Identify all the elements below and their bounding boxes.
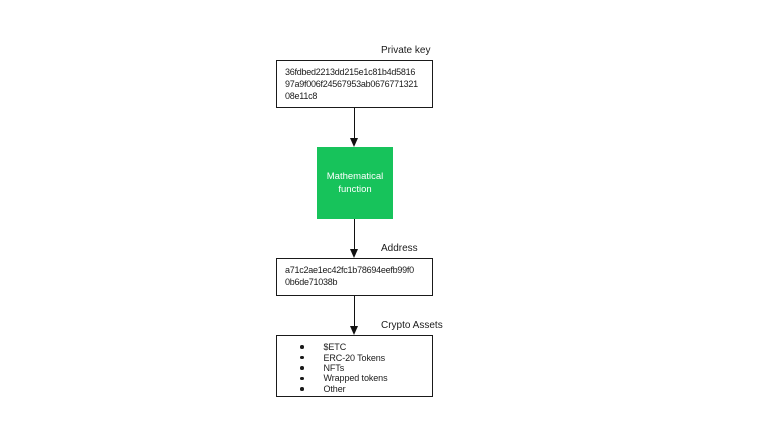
asset-label: Wrapped tokens [323,373,388,384]
bullet-icon [300,355,304,360]
mathematical-function-box: Mathematical function [317,147,393,219]
asset-list-item: ERC-20 Tokens [277,352,432,363]
bullet-icon [300,376,304,381]
address-value-line: a71c2ae1ec42fc1b78694eefb99f0 [285,265,414,275]
asset-label: NFTs [323,362,345,373]
asset-list-item: Wrapped tokens [277,373,432,383]
private-key-value-line: 97a9f006f24567953ab0676771321 [285,79,418,90]
private-key-value-line: 36fdbed2213dd215e1c81b4d5816 [285,67,416,77]
address-label: Address [381,243,418,254]
bullet-icon [300,345,304,349]
private-key-box: 36fdbed2213dd215e1c81b4d5816 97a9f006f24… [276,60,433,108]
crypto-assets-box: $ETC ERC-20 Tokens NFTs Wrapped tokens O… [276,335,433,397]
asset-list-item: $ETC [277,342,432,352]
asset-list-item: Other [277,384,432,394]
address-box: a71c2ae1ec42fc1b78694eefb99f0 0b6de71038… [276,258,433,296]
private-key-label: Private key [381,45,431,56]
bullet-icon [300,387,304,391]
crypto-assets-label: Crypto Assets [381,320,443,331]
bullet-icon [300,366,304,370]
address-value-line: 0b6de71038b [285,277,338,288]
asset-label: $ETC [323,342,347,353]
private-key-value-line: 08e11c8 [285,91,318,102]
asset-list-item: NFTs [277,363,432,373]
mathematical-function-label: Mathematical function [326,171,384,195]
asset-label: ERC-20 Tokens [323,352,386,363]
asset-label: Other [323,383,346,394]
